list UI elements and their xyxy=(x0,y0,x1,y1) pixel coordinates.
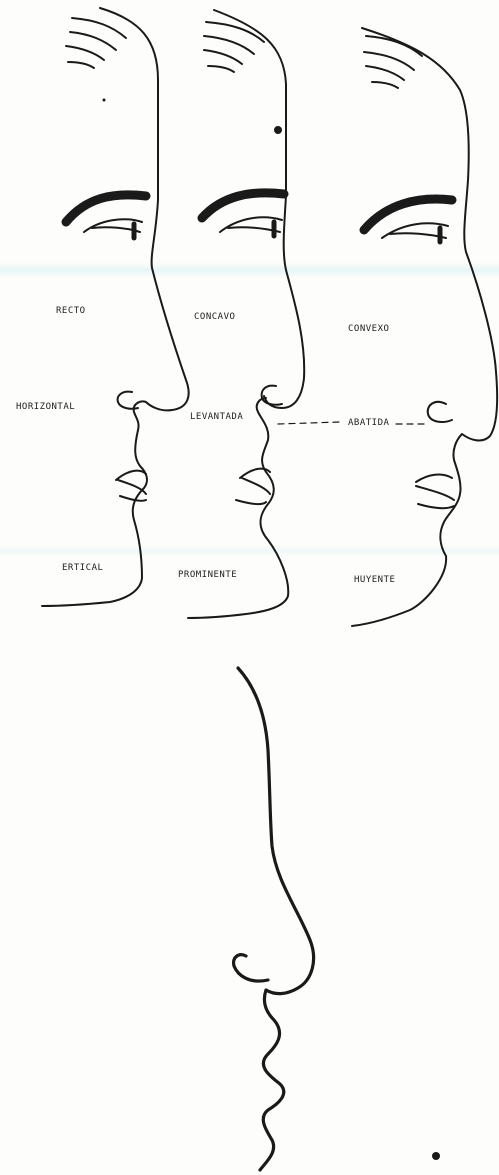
lips xyxy=(416,475,454,509)
ink-speck xyxy=(103,99,106,102)
nostril xyxy=(262,386,282,405)
lips xyxy=(116,471,146,501)
label-vertical: ERTICAL xyxy=(62,563,103,573)
eyebrow xyxy=(66,195,146,222)
large-nostril xyxy=(234,955,268,981)
label-huyente: HUYENTE xyxy=(354,575,395,585)
label-prominente: PROMINENTE xyxy=(178,570,237,580)
label-abatida: ABATIDA xyxy=(348,418,389,428)
label-levantada: LEVANTADA xyxy=(190,412,243,422)
large-profile xyxy=(234,668,314,1170)
label-horizontal: HORIZONTAL xyxy=(16,402,75,412)
lips xyxy=(236,469,270,505)
label-concavo: CONCAVO xyxy=(194,312,235,322)
hair-lines xyxy=(66,18,126,68)
label-convexo: CONVEXO xyxy=(348,324,389,334)
label-recto: RECTO xyxy=(56,306,86,316)
nostril xyxy=(428,402,452,422)
eyebrow xyxy=(202,193,284,218)
ink-speck xyxy=(432,1152,440,1160)
hair-lines xyxy=(364,36,422,88)
ink-dot xyxy=(275,127,281,133)
large-face-contour xyxy=(238,668,314,1170)
